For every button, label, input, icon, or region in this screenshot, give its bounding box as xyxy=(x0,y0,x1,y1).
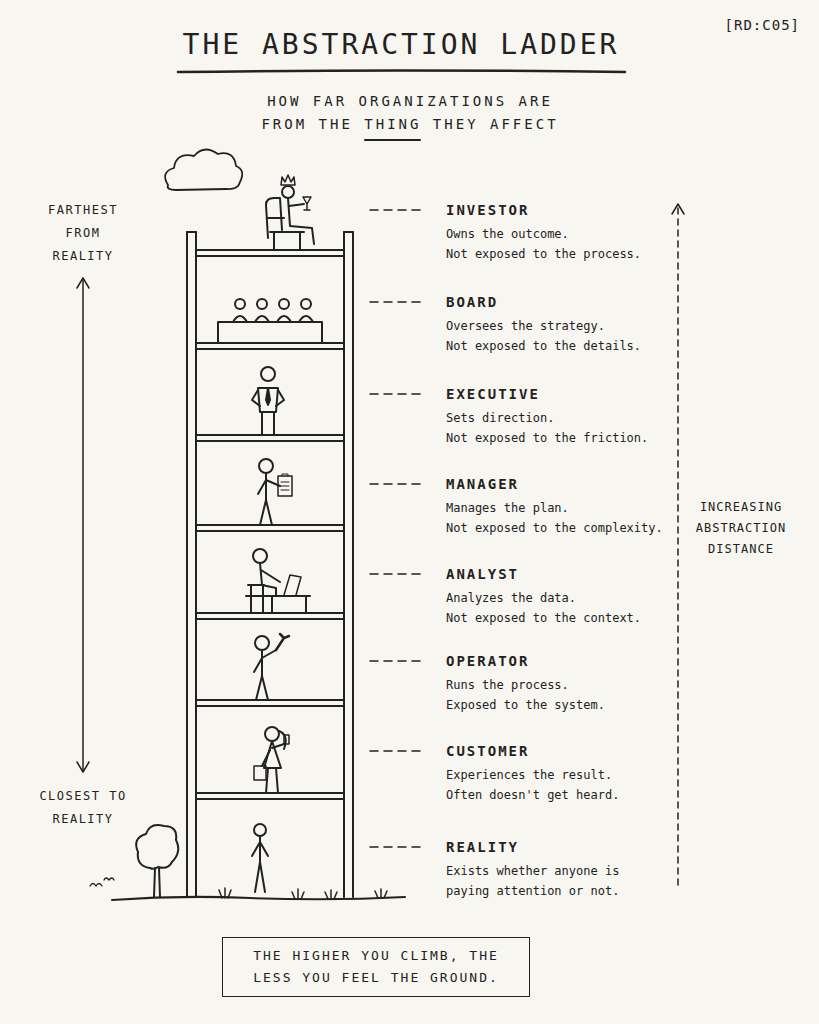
caption-text: THE HIGHER YOU CLIMB, THE LESS YOU FEEL … xyxy=(223,945,529,989)
subtitle: HOW FAR ORGANIZATIONS ARE FROM THE THING… xyxy=(255,90,565,136)
role-heading: MANAGER xyxy=(446,475,519,493)
role-description: Manages the plan. xyxy=(446,498,569,518)
role-heading: REALITY xyxy=(446,838,519,856)
role-heading: EXECUTIVE xyxy=(446,385,540,403)
reference-code: [RD:C05] xyxy=(660,16,800,34)
role-heading: BOARD xyxy=(446,293,498,311)
role-description: Oversees the strategy. xyxy=(446,316,605,336)
caption-box: THE HIGHER YOU CLIMB, THE LESS YOU FEEL … xyxy=(222,937,530,997)
role-description: Not exposed to the process. xyxy=(446,244,641,264)
axis-label: INCREASING ABSTRACTION DISTANCE xyxy=(682,497,800,560)
role-heading: ANALYST xyxy=(446,565,519,583)
role-heading: OPERATOR xyxy=(446,652,529,670)
axis-label: FARTHEST FROM REALITY xyxy=(36,199,130,268)
title: THE ABSTRACTION LADDER xyxy=(0,28,802,62)
caption-box-inner: THE HIGHER YOU CLIMB, THE LESS YOU FEEL … xyxy=(223,945,529,989)
role-description: Not exposed to the context. xyxy=(446,608,641,628)
role-description: Owns the outcome. xyxy=(446,224,569,244)
role-description: Experiences the result. xyxy=(446,765,612,785)
axis-label: CLOSEST TO REALITY xyxy=(36,785,130,831)
role-description: Exposed to the system. xyxy=(446,695,605,715)
role-heading: CUSTOMER xyxy=(446,742,529,760)
role-description: Often doesn't get heard. xyxy=(446,785,619,805)
role-description: Analyzes the data. xyxy=(446,588,576,608)
role-description: Not exposed to the friction. xyxy=(446,428,648,448)
role-description: Not exposed to the complexity. xyxy=(446,518,663,538)
role-description: Not exposed to the details. xyxy=(446,336,641,356)
role-description: Sets direction. xyxy=(446,408,554,428)
role-description: Runs the process. xyxy=(446,675,569,695)
role-heading: INVESTOR xyxy=(446,201,529,219)
role-description: Exists whether anyone is paying attentio… xyxy=(446,861,628,901)
